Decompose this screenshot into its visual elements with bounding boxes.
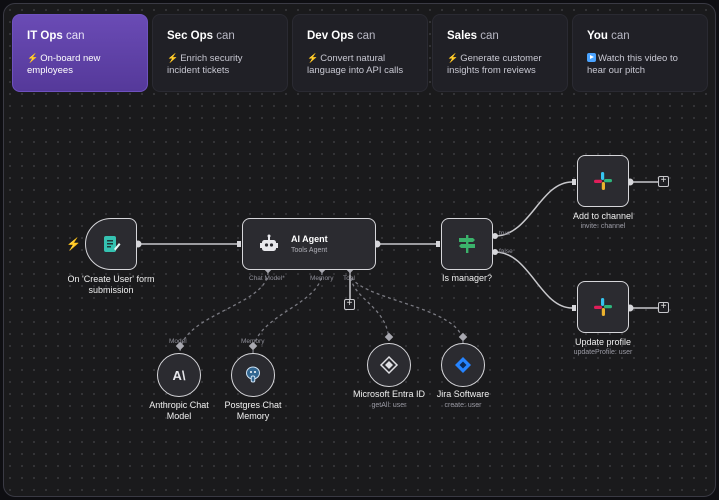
slack-add-sublabel: invite: channel [580,223,626,230]
port-label-tool: Tool [343,275,355,282]
play-icon [587,53,596,62]
port-label-false: false [499,248,513,255]
add-tool-button[interactable]: + [344,299,355,310]
tab-desc: On-board new [40,53,101,64]
tab-desc: hear our pitch [587,65,646,76]
port-diamond [458,332,468,342]
anthropic-node[interactable]: A\ [157,353,201,397]
postgres-icon [246,366,260,383]
tab-desc: Generate customer [460,53,542,64]
port-diamond [248,341,258,351]
if-label: Is manager? [441,273,493,283]
anthropic-icon: A\ [172,367,186,383]
tab-desc: Watch this video to [598,53,678,64]
wire-chat-model [179,271,269,354]
bolt-icon: ⚡ [167,53,179,63]
tab-can: can [356,30,376,42]
port-label-memory: Memory [241,338,265,345]
jira-label: Jira Software [436,389,490,399]
form-icon [104,236,121,252]
wire-if-false [494,251,573,309]
slack-icon [594,298,612,316]
tab-team: IT Ops [27,30,63,42]
tab-team: Sec Ops [167,30,214,42]
label-line: Memory [236,411,270,421]
slack-add-label: Add to channel [572,211,634,221]
tab-can: can [611,30,630,42]
port-dot [492,233,498,239]
label-line: Anthropic Chat [149,400,209,410]
tab-desc: employees [27,65,73,76]
entra-label: Microsoft Entra ID [352,389,426,399]
robot-icon [260,234,278,251]
port-diamond [384,332,394,342]
jira-sublabel: create: user [444,402,482,409]
slack-update-label: Update profile [574,337,632,347]
add-node-button[interactable]: + [658,302,669,313]
agent-subtitle: Tools Agent [291,247,328,254]
slack-icon [594,172,612,190]
tab-team: Sales [447,30,478,42]
slack-add-node[interactable] [577,155,629,207]
slack-update-sublabel: updateProfile: user [573,349,633,356]
tab-team: Dev Ops [307,30,354,42]
label-line: Model [166,411,192,421]
entra-icon [379,355,399,375]
port-label-model: Model [169,338,187,345]
label-line: On 'Create User' form [67,274,155,284]
tab-team: You [587,30,608,42]
port-in [572,179,576,185]
label-line: Postgres Chat [224,400,282,410]
port-diamond [175,341,185,351]
trigger-bolt-icon: ⚡ [66,237,81,251]
bolt-icon: ⚡ [307,53,319,63]
entra-sublabel: getAll: user [371,402,407,409]
wire-tool-jira [349,271,464,344]
tab-desc: Convert natural [320,53,386,64]
wire-if-true [494,181,573,237]
port-dot [492,249,498,255]
if-node[interactable] [441,218,493,270]
port-in [572,305,576,311]
wire-memory [252,271,323,354]
signpost-icon [459,235,475,253]
ai-agent-node[interactable]: AI Agent Tools Agent [242,218,376,270]
tab-can: can [65,30,85,42]
jira-icon [455,357,471,373]
entra-node[interactable] [367,343,411,387]
bolt-icon: ⚡ [447,53,459,63]
slack-update-node[interactable] [577,281,629,333]
port-in [237,241,241,247]
port-in [436,241,440,247]
trigger-node[interactable] [85,218,137,270]
add-node-button[interactable]: + [658,176,669,187]
jira-node[interactable] [441,343,485,387]
label-line: submission [88,285,134,295]
tab-can: can [480,30,499,42]
tab-desc: language into API calls [307,65,404,76]
port-label-chat-model: Chat Model* [249,275,285,282]
tab-desc: insights from reviews [447,65,536,76]
tab-desc: incident tickets [167,65,230,76]
agent-title: AI Agent [291,234,328,244]
port-label-memory: Memory [310,275,334,282]
tab-can: can [216,30,235,42]
port-label-true: true [499,230,511,237]
tab-desc: Enrich security [180,53,243,64]
postgres-node[interactable] [231,353,275,397]
wire-tool-entra [349,271,390,344]
bolt-icon: ⚡ [27,53,39,63]
